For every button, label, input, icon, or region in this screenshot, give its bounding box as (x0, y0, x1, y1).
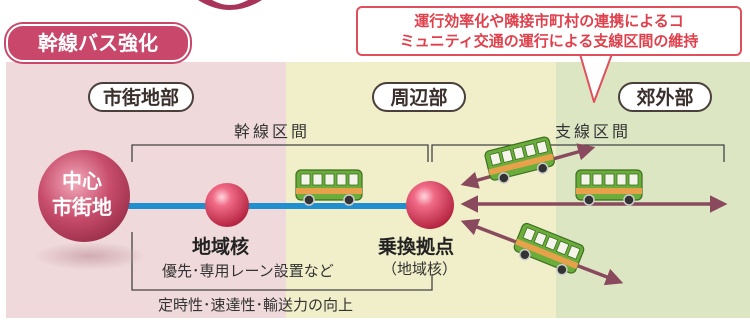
branch-bus-middle (575, 169, 643, 206)
bus-lane-note: 優先･専用レーン設置など (162, 262, 334, 280)
callout-box: 運行効率化や隣接市町村の連携によるコ ミュニティ交通の運行による支線区間の維持 (356, 6, 742, 56)
zone-label-periphery: 周辺部 (372, 82, 466, 112)
trunk-section-bracket (131, 144, 429, 162)
trunk-bus (295, 169, 363, 206)
zone-label-suburban: 郊外部 (618, 82, 712, 112)
city-center-label: 中心 市街地 (38, 168, 126, 220)
regional-core-node (205, 183, 249, 227)
zone-label-urban: 市街地部 (88, 82, 194, 112)
trunk-section-label: 幹線区間 (234, 122, 311, 141)
city-center-label-line2: 市街地 (52, 195, 112, 219)
city-center-node (38, 150, 130, 242)
transfer-hub-label: 乗換拠点 (378, 236, 455, 258)
city-center-label-line1: 中心 (62, 169, 102, 193)
improvement-note: 定時性･速達性･輸送力の向上 (158, 296, 354, 314)
transfer-hub-sublabel: （地域核） (382, 260, 458, 278)
title-arc-decoration (198, 0, 262, 10)
transfer-hub-node (406, 181, 454, 229)
title-badge: 幹線バス強化 (6, 24, 190, 62)
callout-line-2: ミュニティ交通の運行による支線区間の維持 (399, 32, 699, 50)
callout-line-1: 運行効率化や隣接市町村の連携によるコ (414, 12, 684, 30)
city-center-shadow (34, 242, 146, 270)
regional-core-label: 地域核 (192, 236, 250, 258)
branch-section-label: 支線区間 (555, 122, 632, 141)
